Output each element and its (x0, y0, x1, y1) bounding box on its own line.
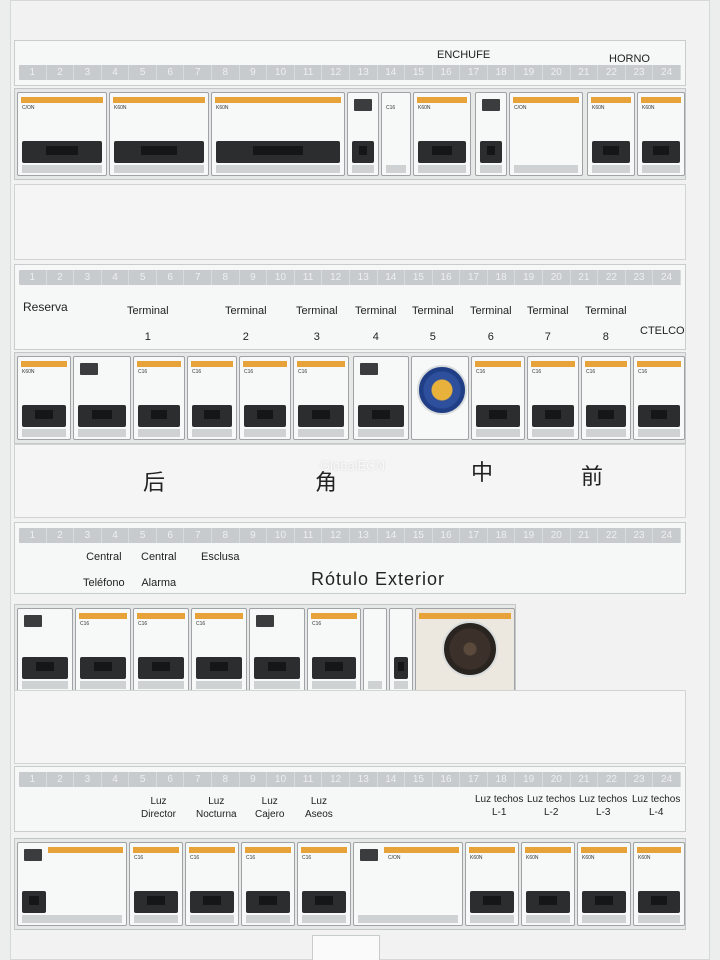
breaker-terminal-7[interactable]: C16 (527, 356, 579, 440)
breaker-aux[interactable]: C/ON (509, 92, 583, 176)
din-rail-4: C16 C16 C16 C16 C/ON K60N K60N K60N K60N (14, 838, 686, 930)
rcd-row4-b[interactable]: C/ON (353, 842, 463, 926)
contactor-terminal-4[interactable] (353, 356, 409, 440)
label-rotulo-exterior: Rótulo Exterior (311, 569, 446, 589)
plate-char-2: 角 (315, 470, 339, 495)
breaker-horno-2[interactable]: K60N (637, 92, 685, 176)
din-rail-1: C/ON K60N K60N C16 K60N C/ON K60N K60N (14, 88, 686, 180)
breaker-reserva[interactable]: K60N (17, 356, 71, 440)
breaker-rotulo[interactable]: C16 (307, 608, 361, 692)
breaker-luz-techos-l4[interactable]: K60N (633, 842, 685, 926)
contactor-1[interactable] (347, 92, 379, 176)
breaker-luz-cajero[interactable]: C16 (241, 842, 295, 926)
breaker-quad[interactable]: K60N (211, 92, 345, 176)
label-horno: HORNO (609, 53, 650, 65)
rcd-row4[interactable] (17, 842, 127, 926)
label-reserva: Reserva (23, 300, 68, 314)
din-rail-3: C16 C16 C16 C16 (14, 604, 516, 696)
breaker-terminal-6[interactable]: C16 (471, 356, 525, 440)
breaker-luz-techos-l2[interactable]: K60N (521, 842, 575, 926)
breaker-terminal-1[interactable]: C16 (133, 356, 185, 440)
breaker-enchufe[interactable]: K60N (413, 92, 471, 176)
breaker-central-alarma[interactable]: C16 (133, 608, 189, 692)
relay-row3-a[interactable] (363, 608, 387, 692)
breaker-terminal-3[interactable]: C16 (293, 356, 349, 440)
panel-latch[interactable] (312, 935, 380, 960)
breaker-luz-techos-l3[interactable]: K60N (577, 842, 631, 926)
relay-row3-b[interactable] (389, 608, 413, 692)
din-rail-2: K60N C16 C16 C16 C16 C16 C16 C16 C16 (14, 352, 686, 444)
breaker-luz-nocturna[interactable]: C16 (185, 842, 239, 926)
watermark-text: GlobalECN (320, 458, 386, 473)
blank-plate-3 (14, 690, 686, 764)
breaker-luz-director[interactable]: C16 (129, 842, 183, 926)
breaker-luz-techos-l1[interactable]: K60N (465, 842, 519, 926)
contactor-row3[interactable] (249, 608, 305, 692)
relay-1[interactable]: C16 (381, 92, 411, 176)
breaker-terminal-2b[interactable]: C16 (239, 356, 291, 440)
breaker-horno-1[interactable]: K60N (587, 92, 635, 176)
blank-plate-2: 后 角 中 前 (14, 444, 686, 518)
breaker-luz-aseos[interactable]: C16 (297, 842, 351, 926)
rcd-row3[interactable] (17, 608, 73, 692)
rcd-row2[interactable] (73, 356, 131, 440)
timer-terminal-5[interactable] (411, 356, 469, 440)
breaker-central-telefono[interactable]: C16 (75, 608, 131, 692)
plate-char-3: 中 (471, 460, 495, 485)
breaker-terminal-8[interactable]: C16 (581, 356, 631, 440)
plate-char-1: 后 (143, 470, 167, 495)
plate-char-4: 前 (581, 464, 605, 489)
contactor-2[interactable] (475, 92, 507, 176)
label-ctelco: CTELCO (640, 325, 685, 337)
breaker-triple[interactable]: K60N (109, 92, 209, 176)
timer-rotulo[interactable] (415, 608, 515, 692)
blank-plate-1 (14, 184, 686, 260)
breaker-esclusa[interactable]: C16 (191, 608, 247, 692)
breaker-ctelco[interactable]: C16 (633, 356, 685, 440)
rcd-breaker[interactable]: C/ON (17, 92, 107, 176)
label-esclusa: Esclusa (201, 551, 240, 563)
label-enchufe: ENCHUFE (437, 49, 491, 61)
breaker-terminal-2a[interactable]: C16 (187, 356, 237, 440)
